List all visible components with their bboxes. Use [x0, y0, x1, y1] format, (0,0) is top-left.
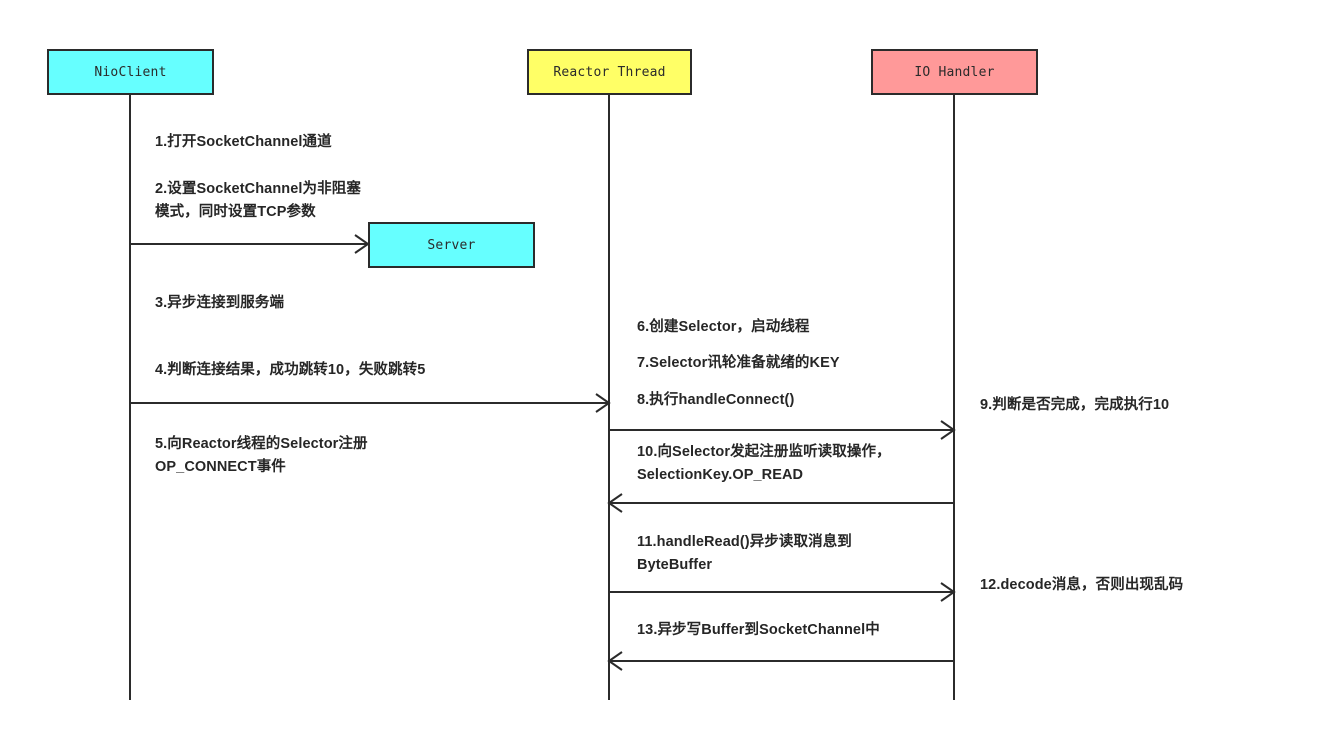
arrowhead-13 — [607, 651, 623, 671]
arrowhead-11 — [940, 582, 956, 602]
message-arrow-2 — [130, 234, 370, 254]
message-label-11: 11.handleRead()异步读取消息到 ByteBuffer — [637, 534, 852, 574]
message-label-8: 8.执行handleConnect() — [637, 392, 795, 408]
message-label-3: 3.异步连接到服务端 — [155, 295, 285, 311]
arrowhead-8 — [940, 420, 956, 440]
actor-box-nioclient[interactable]: NioClient — [47, 49, 214, 95]
lifelines-group — [129, 95, 955, 700]
message-arrow-8 — [609, 420, 956, 440]
message-label-4: 4.判断连接结果，成功跳转10，失败跳转5 — [155, 362, 426, 378]
arrowhead-4 — [595, 393, 611, 413]
message-label-10: 10.向Selector发起注册监听读取操作， SelectionKey.OP_… — [637, 444, 891, 484]
message-label-1: 1.打开SocketChannel通道 — [155, 134, 332, 150]
message-arrow-10 — [607, 493, 954, 513]
message-arrow-11 — [609, 582, 956, 602]
message-arrows-group — [130, 234, 956, 671]
message-label-13: 13.异步写Buffer到SocketChannel中 — [637, 622, 880, 638]
actor-box-iohandler[interactable]: IO Handler — [871, 49, 1038, 95]
message-label-6: 6.创建Selector，启动线程 — [637, 319, 810, 335]
actor-label-nioclient: NioClient — [94, 64, 167, 80]
message-label-9: 9.判断是否完成，完成执行10 — [980, 397, 1170, 413]
actor-box-reactor[interactable]: Reactor Thread — [527, 49, 692, 95]
message-label-7: 7.Selector讯轮准备就绪的KEY — [637, 355, 840, 371]
message-label-2: 2.设置SocketChannel为非阻塞 模式，同时设置TCP参数 — [155, 181, 361, 221]
actor-label-iohandler: IO Handler — [914, 64, 995, 80]
message-arrow-4 — [130, 393, 611, 413]
actor-box-server[interactable]: Server — [368, 222, 535, 268]
message-label-12: 12.decode消息，否则出现乱码 — [980, 577, 1184, 593]
arrowhead-10 — [607, 493, 623, 513]
message-arrow-13 — [607, 651, 954, 671]
message-label-5: 5.向Reactor线程的Selector注册 OP_CONNECT事件 — [155, 436, 368, 476]
actor-label-server: Server — [427, 237, 476, 253]
actor-label-reactor: Reactor Thread — [553, 64, 666, 80]
